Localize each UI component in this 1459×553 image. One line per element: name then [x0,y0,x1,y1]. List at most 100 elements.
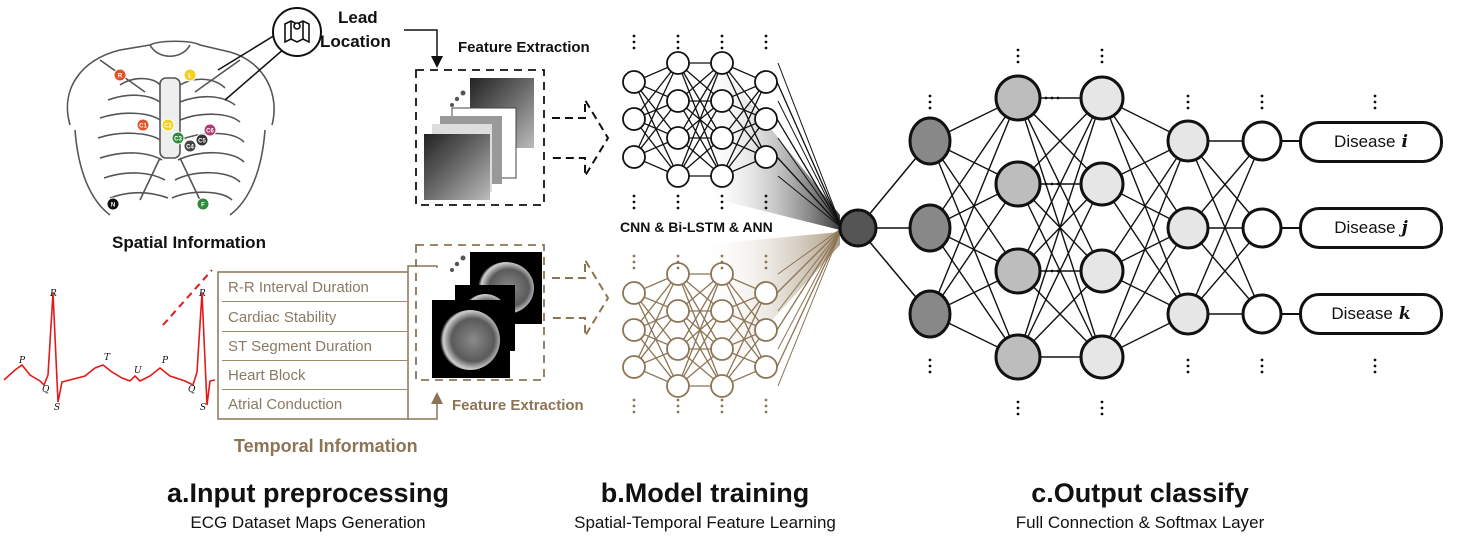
ellipsis-dots-h [1056,182,1060,186]
ellipsis-dots [720,34,724,38]
electrode-dot [183,68,197,82]
ecg-zoom-connector [162,269,213,326]
electrode-label: C6 [206,129,214,135]
spatial-arrow [552,96,610,180]
temporal-feature-item: Atrial Conduction [228,396,343,413]
ecg-label-r2: R [199,289,206,299]
temporal-edge [677,310,723,387]
electrode-dot [106,197,120,211]
classifier-edge [1101,140,1189,358]
classifier-edge [929,97,1019,229]
ellipsis-dots [1186,106,1190,110]
spatial-edge [633,62,679,158]
spatial-node [622,145,646,169]
ellipsis-dots [928,94,932,98]
ellipsis-dots [720,398,724,402]
section-b-title: b.Model training [600,478,810,508]
ellipsis-dots [764,206,768,210]
classifier-edge [929,97,1019,315]
ellipsis-dots [1260,364,1264,368]
temporal-node [710,337,734,361]
ellipsis-dots [1260,370,1264,374]
ellipsis-dots-h [1044,269,1048,273]
spatial-node [754,145,778,169]
electrode-dot [183,139,197,153]
ellipsis-dots [1186,94,1190,98]
ellipsis-dots [1016,54,1020,58]
ellipsis-dots [632,40,636,44]
ellipsis-dots [764,46,768,50]
temporal-node [710,262,734,286]
temporal-arrow [552,256,610,340]
lead-location-line1: Lead [338,8,378,27]
temporal-node [622,355,646,379]
spatial-node [754,70,778,94]
ellipsis-dots [632,266,636,270]
ecg-label-s2: S [200,403,207,413]
spatial-edge [721,81,767,177]
ellipsis-dots [764,410,768,414]
ellipsis-dots [676,200,680,204]
electrode-dot [195,133,209,147]
temporal-image-stack [415,244,545,381]
ellipsis-dots [928,358,932,362]
spatial-node [666,89,690,113]
classifier-node [994,333,1042,381]
temporal-to-hub-edge [776,227,843,294]
temporal-node [710,299,734,323]
ellipsis-dots [1186,364,1190,368]
ellipsis-dots [764,254,768,258]
ellipsis-dots [720,410,724,414]
spatial-edge [677,100,723,177]
ellipsis-dots [1260,94,1264,98]
classifier-node [1166,119,1210,163]
electrode-label: C1 [139,124,147,130]
ecg-label-p2: P [162,356,169,366]
ellipsis-dots [1100,60,1104,64]
classifier-edge [1017,183,1103,358]
ellipsis-dots [632,206,636,210]
feature-extraction-bottom-label: Feature Extraction [452,397,584,414]
hub-node [838,208,878,248]
temporal-feature-item: Cardiac Stability [222,304,408,332]
ellipsis-dots [764,200,768,204]
feature-extraction-top-label: Feature Extraction [458,39,590,56]
ellipsis-dots [764,194,768,198]
spatial-to-hub-edge [777,175,843,229]
ellipsis-dots [1373,94,1377,98]
section-a-title: a.Input preprocessing [166,478,450,508]
temporal-node [622,318,646,342]
temporal-network [622,262,778,398]
classifier-node [994,160,1042,208]
lead-location-callout [217,7,443,101]
ecg-label-s1: S [54,403,61,413]
ellipsis-dots [1100,54,1104,58]
classifier-node [1166,206,1210,250]
ellipsis-dots-h [1044,96,1048,100]
ellipsis-dots [764,40,768,44]
temporal-feature-item: Heart Block [222,362,408,390]
ecg-label-u: U [134,366,142,376]
ellipsis-dots [676,194,680,198]
classifier-edge [1101,140,1189,272]
ellipsis-dots [1373,364,1377,368]
ellipsis-dots-h [1050,269,1054,273]
ellipsis-dots [632,200,636,204]
temporal-edge [633,273,679,368]
section-a-subtitle: ECG Dataset Maps Generation [190,513,426,532]
ellipsis-dots [1260,358,1264,362]
classifier-node [994,74,1042,122]
classifier-edge [1187,140,1263,315]
ellipsis-dots [1100,406,1104,410]
ellipsis-dots [764,34,768,38]
spatial-edge [721,118,767,177]
temporal-node [754,355,778,379]
classifier-edge [1017,97,1103,358]
spatial-node [710,89,734,113]
electrode-label: C3 [174,137,182,143]
temporal-node [666,337,690,361]
ellipsis-dots [632,254,636,258]
ellipsis-dots [928,364,932,368]
